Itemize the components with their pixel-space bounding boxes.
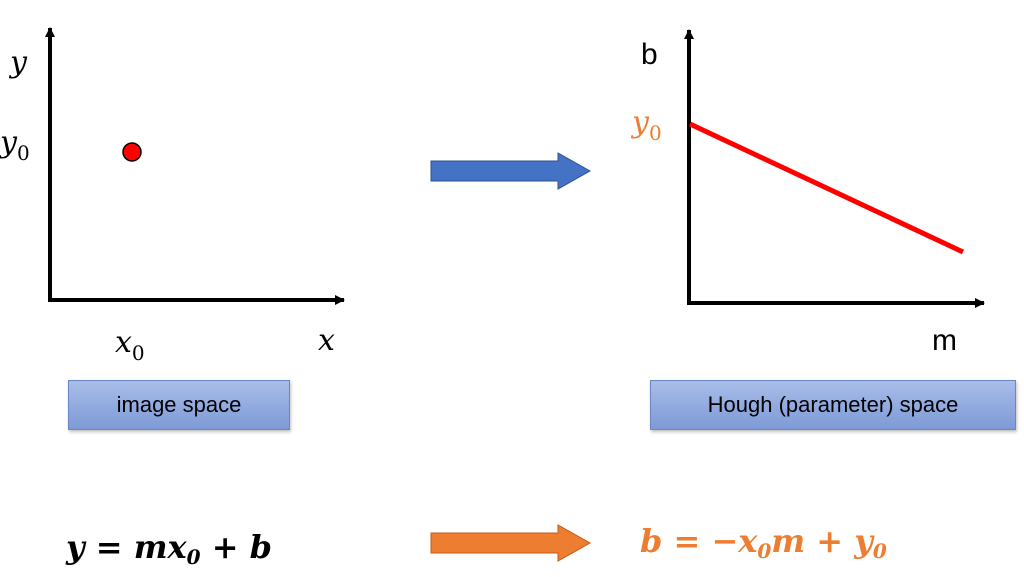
image-space-y0-tick-label: y0	[0, 125, 30, 165]
hough-space-y0-intercept-label: y0	[630, 105, 662, 145]
image-space-point	[122, 142, 142, 162]
hough-space-caption-text: Hough (parameter) space	[707, 392, 959, 417]
hough-space-m-axis-label: m	[932, 324, 957, 357]
image-space-caption-text: image space	[116, 392, 242, 417]
transform-arrow-orange	[430, 524, 592, 562]
hough-space-equation: b = −x0m + y0	[640, 522, 887, 563]
image-space-y-axis-label: y	[8, 45, 28, 80]
image-space-equation: y = mx0 + b	[66, 528, 273, 569]
image-space-x0-tick-label: x0	[115, 325, 145, 365]
image-space-caption: image space	[68, 380, 290, 430]
transform-arrow-blue	[430, 152, 592, 190]
hough-space-line	[688, 121, 965, 255]
hough-space-b-axis-label: b	[641, 38, 658, 71]
hough-space-caption: Hough (parameter) space	[650, 380, 1016, 430]
image-space-x-axis-label: x	[318, 323, 335, 358]
